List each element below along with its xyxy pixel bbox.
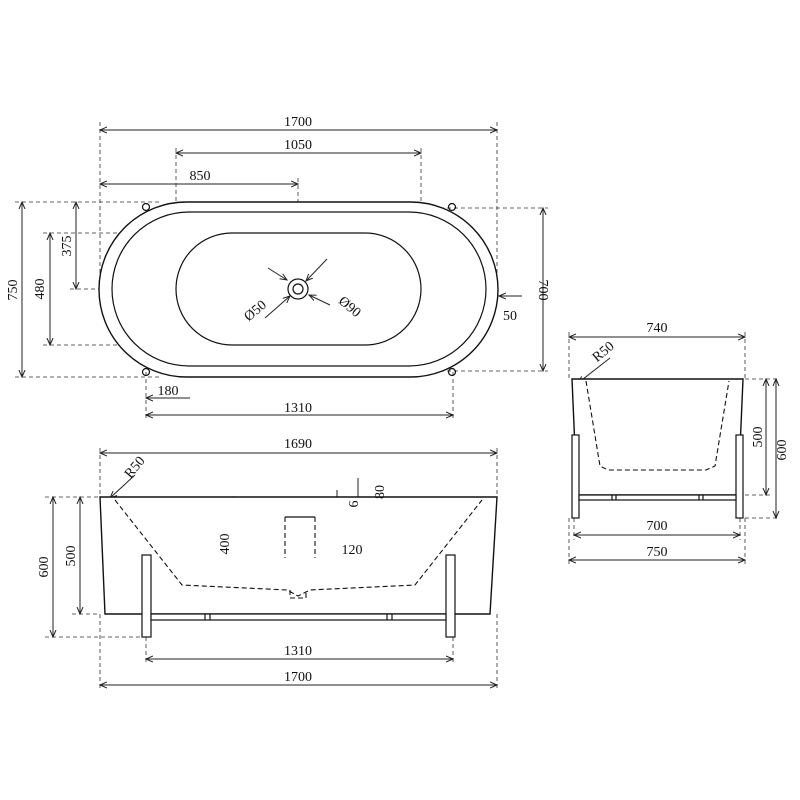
label-foot-span: 1310 xyxy=(284,401,312,416)
label-inner-width: 480 xyxy=(33,279,48,300)
front-basin-hidden xyxy=(114,499,483,597)
label-overflow-offset: 120 xyxy=(342,543,363,558)
side-view: 740 R50 500 600 700 750 xyxy=(569,321,790,565)
tub-basin xyxy=(175,232,422,346)
label-overflow-6: 6 xyxy=(347,501,362,508)
label-rim-width: 700 xyxy=(535,280,550,301)
label-foot-offset: 180 xyxy=(158,384,179,399)
label-side-body-height: 500 xyxy=(751,427,766,448)
label-side-top-width: 740 xyxy=(647,321,668,336)
label-front-top-length: 1690 xyxy=(284,437,312,452)
front-tub-body xyxy=(99,496,498,615)
label-side-total-height: 600 xyxy=(775,440,790,461)
label-overall-width: 750 xyxy=(6,280,21,301)
label-front-foot-span: 1310 xyxy=(284,644,312,659)
dim-line-front-radius xyxy=(110,474,136,498)
label-side-radius: R50 xyxy=(590,339,618,365)
foot-marker-bottom-right xyxy=(447,367,457,377)
drain-inner xyxy=(292,283,304,295)
foot-marker-bottom-left xyxy=(141,367,151,377)
side-leg-right xyxy=(735,434,744,519)
label-basin-length: 1050 xyxy=(284,138,312,153)
label-front-base-length: 1700 xyxy=(284,670,312,685)
side-tub-body xyxy=(571,378,744,496)
label-rim-edge: 50 xyxy=(503,309,517,324)
label-overall-length: 1700 xyxy=(284,115,312,130)
front-leg-right xyxy=(445,554,456,638)
drain-outer xyxy=(287,278,309,300)
top-view: 1700 1050 850 750 480 375 700 50 180 131… xyxy=(6,115,550,420)
tub-outer-rim xyxy=(98,201,499,378)
label-front-total-height: 600 xyxy=(37,557,52,578)
foot-marker-top-right xyxy=(447,202,457,212)
front-view: 1690 R50 600 500 400 6 80 120 1310 1700 xyxy=(37,437,497,690)
label-drain-offset: 850 xyxy=(190,169,211,184)
label-basin-depth: 400 xyxy=(218,534,233,555)
tub-inner-rim xyxy=(111,211,487,367)
label-front-body-height: 500 xyxy=(64,546,79,567)
side-basin-hidden xyxy=(585,380,730,471)
front-frame-bar xyxy=(150,613,447,621)
label-drain-center: 375 xyxy=(60,236,75,257)
front-drain-hidden xyxy=(289,590,307,599)
label-overflow-80: 80 xyxy=(373,485,388,499)
label-front-radius: R50 xyxy=(122,454,148,482)
label-side-inner-width: 700 xyxy=(647,519,668,534)
side-frame-bar xyxy=(578,494,737,501)
front-leg-left xyxy=(141,554,152,638)
foot-marker-top-left xyxy=(141,202,151,212)
side-leg-left xyxy=(571,434,580,519)
label-side-base-width: 750 xyxy=(647,545,668,560)
